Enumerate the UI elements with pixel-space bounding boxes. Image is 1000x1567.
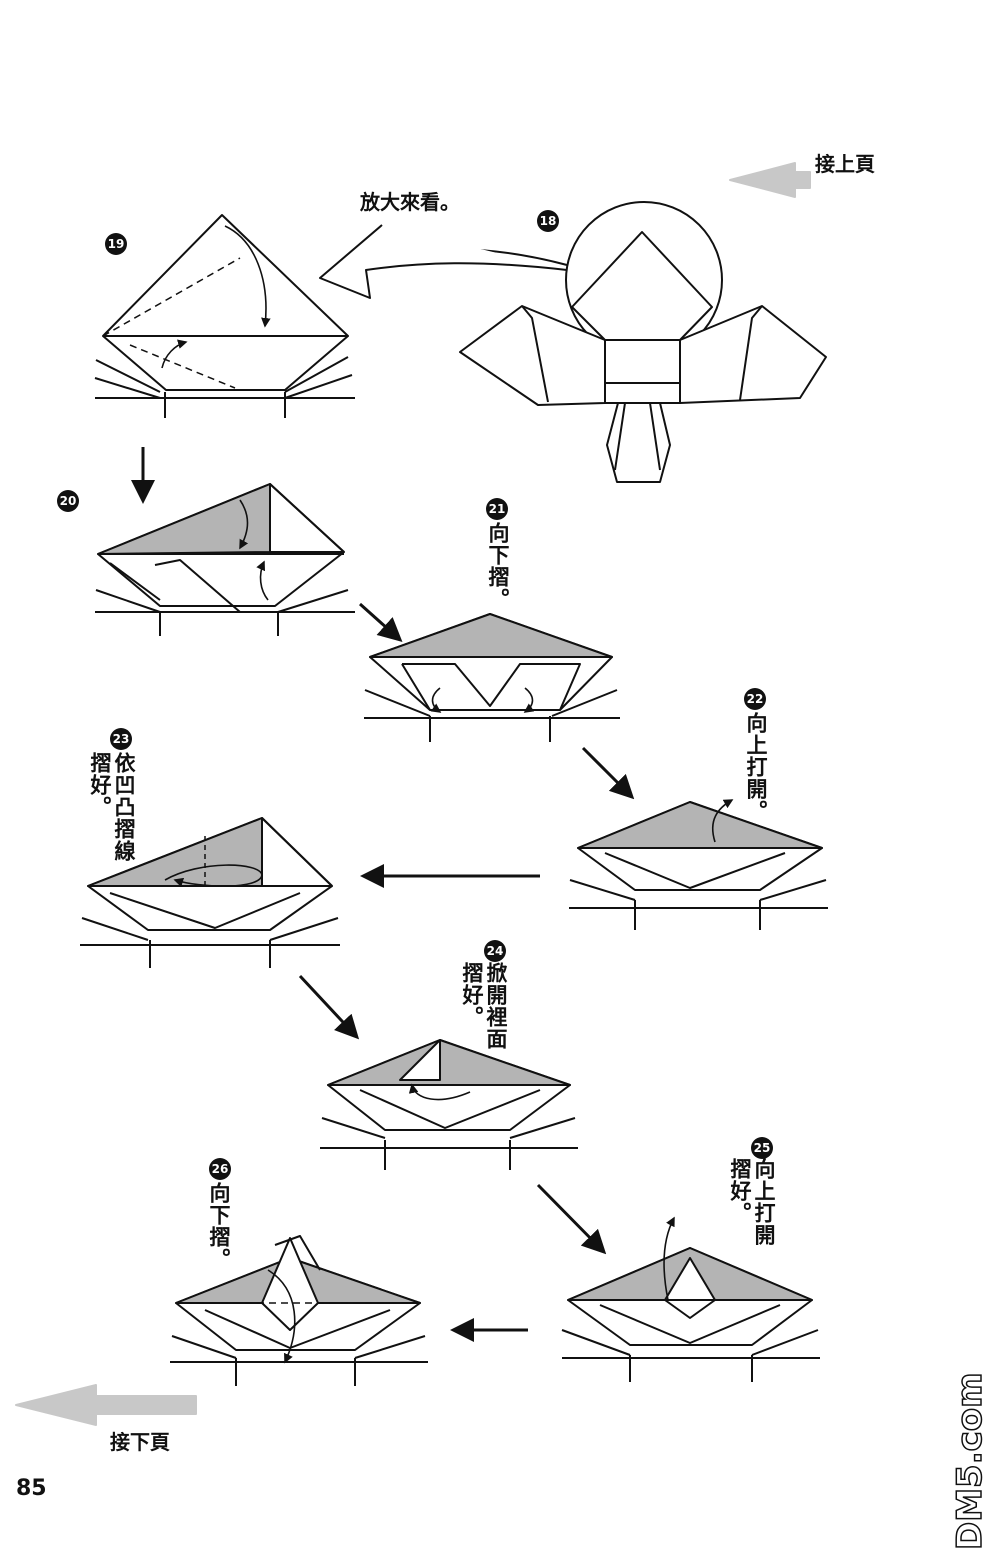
- step-23-figure: [80, 817, 340, 968]
- continue-from-label: 接上頁: [815, 152, 875, 176]
- arrow-24-to-25: [536, 1183, 607, 1255]
- step-24-figure: [320, 1039, 578, 1170]
- step-23-caption: 依凹凸摺線摺好。: [88, 752, 136, 862]
- step-18-caption: 放大來看。: [360, 190, 460, 214]
- step-26-caption: 向下摺。: [207, 1182, 231, 1270]
- arrow-21-to-22: [581, 746, 635, 800]
- step-25-caption: 向上打開摺好。: [728, 1158, 776, 1246]
- step-24-number: 24: [484, 940, 506, 962]
- step-18-figure: [319, 201, 827, 483]
- arrow-23-to-24: [298, 974, 360, 1040]
- step-18-number: 18: [537, 210, 559, 232]
- step-20-figure: [95, 483, 355, 636]
- page-number: 85: [16, 1476, 47, 1501]
- step-19-figure: [94, 214, 355, 418]
- continue-from-arrow: [729, 162, 811, 198]
- step-21-number: 21: [486, 498, 508, 520]
- step-21-caption: 向下摺。: [486, 522, 510, 610]
- step-26-number: 26: [209, 1158, 231, 1180]
- step-23-number: 23: [110, 728, 132, 750]
- continue-to-label: 接下頁: [110, 1430, 170, 1454]
- step-25-figure: [561, 1216, 820, 1382]
- step-19-number: 19: [105, 233, 127, 255]
- step-21-figure: [364, 613, 620, 742]
- step-22-caption: 向上打開。: [744, 712, 768, 822]
- continue-to-arrow: [15, 1384, 197, 1426]
- step-26-figure: [170, 1235, 428, 1386]
- step-20-number: 20: [57, 490, 79, 512]
- arrow-20-to-21: [358, 602, 403, 643]
- step-24-caption: 掀開裡面摺好。: [460, 962, 508, 1050]
- step-22-figure: [569, 799, 828, 930]
- step-25-number: 25: [751, 1137, 773, 1159]
- step-22-number: 22: [744, 688, 766, 710]
